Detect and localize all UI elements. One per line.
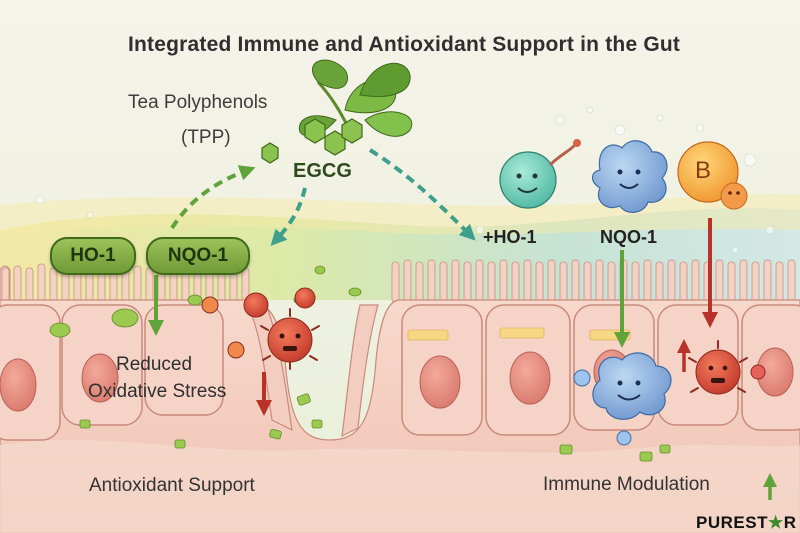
brand-star-icon: ★ [767, 513, 784, 532]
nqo1-label: NQO-1 [600, 227, 658, 247]
result-label-line1: Reduced [116, 354, 193, 375]
brand-suffix: R [783, 513, 797, 532]
result-label-line2: Oxidative Stress [88, 381, 227, 402]
b-badge: B [695, 157, 712, 184]
source-label-line1: Tea Polyphenols [128, 92, 268, 113]
immune-modulation-caption: Immune Modulation [543, 474, 710, 495]
ho1-pill: HO-1 [50, 237, 136, 275]
compound-label: EGCG [293, 160, 352, 182]
source-label-line2: (TPP) [181, 127, 231, 148]
nqo1-pill: NQO-1 [146, 237, 250, 275]
page-title: Integrated Immune and Antioxidant Suppor… [128, 33, 681, 56]
brand-logo: PUREST★R [696, 513, 797, 533]
ho1-label: +HO-1 [483, 227, 537, 247]
antioxidant-support-caption: Antioxidant Support [89, 475, 255, 496]
brand-prefix: PUREST [696, 513, 768, 532]
